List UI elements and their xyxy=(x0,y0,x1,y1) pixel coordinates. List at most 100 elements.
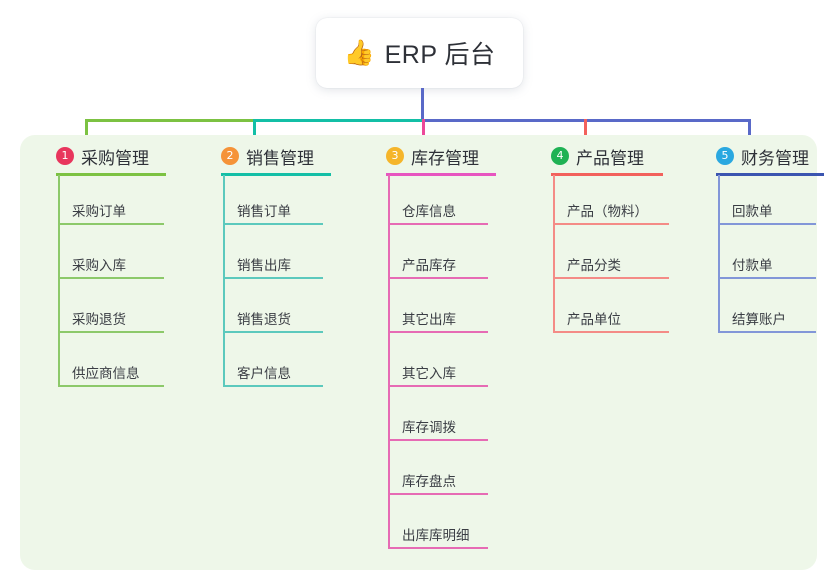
leaf-item[interactable]: 采购订单 xyxy=(38,175,164,229)
leaf-item[interactable]: 库存调拨 xyxy=(368,391,488,445)
column-rule-product xyxy=(551,173,663,176)
thumbs-up-icon: 👍 xyxy=(343,37,375,67)
bar-green xyxy=(85,119,253,122)
column-rule-purchase xyxy=(56,173,166,176)
badge-sales: 2 xyxy=(221,147,239,165)
leaf-rule xyxy=(553,223,669,225)
badge-product: 4 xyxy=(551,147,569,165)
column-rule-sales xyxy=(221,173,331,176)
leaf-rule xyxy=(553,277,669,279)
leaf-item[interactable]: 产品（物料） xyxy=(533,175,669,229)
badge-purchase: 1 xyxy=(56,147,74,165)
leaf-label: 其它入库 xyxy=(402,366,456,381)
leaf-rule xyxy=(223,223,323,225)
column-header-purchase[interactable]: 1 采购管理 xyxy=(38,143,149,169)
spine-product xyxy=(553,175,555,333)
leaf-list-purchase: 采购订单采购入库采购退货供应商信息 xyxy=(38,175,164,391)
leaf-rule xyxy=(223,385,323,387)
leaf-rule xyxy=(388,223,488,225)
spine-inventory xyxy=(388,175,390,549)
column-rule-finance xyxy=(716,173,824,176)
leaf-label: 产品单位 xyxy=(567,312,621,327)
leaf-rule xyxy=(718,277,816,279)
leaf-item[interactable]: 产品库存 xyxy=(368,229,488,283)
column-rule-inventory xyxy=(386,173,496,176)
root-title: ERP 后台 xyxy=(384,41,496,69)
leaf-rule xyxy=(388,547,488,549)
leaf-label: 销售退货 xyxy=(237,312,291,327)
leaf-label: 出库库明细 xyxy=(402,528,470,543)
leaf-item[interactable]: 采购入库 xyxy=(38,229,164,283)
leaf-label: 其它出库 xyxy=(402,312,456,327)
branch-panel xyxy=(20,135,817,570)
leaf-item[interactable]: 出库库明细 xyxy=(368,499,488,553)
column-title-finance: 财务管理 xyxy=(741,148,809,168)
leaf-item[interactable]: 付款单 xyxy=(698,229,816,283)
leaf-rule xyxy=(718,223,816,225)
leaf-label: 产品库存 xyxy=(402,258,456,273)
column-header-finance[interactable]: 5 财务管理 xyxy=(698,143,809,169)
column-product: 4 产品管理产品（物料） 产品分类产品单位 xyxy=(533,143,669,337)
leaf-label: 库存调拨 xyxy=(402,420,456,435)
leaf-list-sales: 销售订单销售出库销售退货客户信息 xyxy=(203,175,323,391)
leaf-item[interactable]: 其它入库 xyxy=(368,337,488,391)
spine-sales xyxy=(223,175,225,387)
leaf-rule xyxy=(58,277,164,279)
leaf-rule xyxy=(388,439,488,441)
leaf-item[interactable]: 供应商信息 xyxy=(38,337,164,391)
leaf-label: 采购退货 xyxy=(72,312,126,327)
leaf-label: 库存盘点 xyxy=(402,474,456,489)
leaf-rule xyxy=(58,223,164,225)
root-node[interactable]: 👍 ERP 后台 xyxy=(316,18,523,88)
leaf-rule xyxy=(223,331,323,333)
leaf-label: 供应商信息 xyxy=(72,366,140,381)
leaf-label: 客户信息 xyxy=(237,366,291,381)
leaf-label: 销售出库 xyxy=(237,258,291,273)
spine-finance xyxy=(718,175,720,333)
leaf-item[interactable]: 回款单 xyxy=(698,175,816,229)
spine-purchase xyxy=(58,175,60,387)
leaf-label: 产品（物料） xyxy=(567,204,648,219)
leaf-item[interactable]: 产品分类 xyxy=(533,229,669,283)
leaf-label: 付款单 xyxy=(732,258,773,273)
leaf-list-inventory: 仓库信息产品库存其它出库其它入库库存调拨库存盘点出库库明细 xyxy=(368,175,488,553)
leaf-item[interactable]: 仓库信息 xyxy=(368,175,488,229)
leaf-rule xyxy=(388,385,488,387)
badge-finance: 5 xyxy=(716,147,734,165)
leaf-rule xyxy=(58,331,164,333)
leaf-item[interactable]: 结算账户 xyxy=(698,283,816,337)
leaf-label: 销售订单 xyxy=(237,204,291,219)
leaf-list-finance: 回款单付款单结算账户 xyxy=(698,175,816,337)
column-title-product: 产品管理 xyxy=(576,148,644,168)
column-inventory: 3 库存管理仓库信息产品库存其它出库其它入库库存调拨库存盘点出库库明细 xyxy=(368,143,496,553)
column-title-purchase: 采购管理 xyxy=(81,148,149,168)
leaf-item[interactable]: 销售退货 xyxy=(203,283,323,337)
leaf-label: 结算账户 xyxy=(732,312,786,327)
leaf-item[interactable]: 采购退货 xyxy=(38,283,164,337)
leaf-item[interactable]: 销售订单 xyxy=(203,175,323,229)
leaf-rule xyxy=(223,277,323,279)
leaf-rule xyxy=(388,493,488,495)
column-title-inventory: 库存管理 xyxy=(411,148,479,168)
leaf-list-product: 产品（物料） 产品分类产品单位 xyxy=(533,175,669,337)
badge-inventory: 3 xyxy=(386,147,404,165)
column-finance: 5 财务管理回款单付款单结算账户 xyxy=(698,143,824,337)
root-stem xyxy=(421,88,424,122)
bar-teal xyxy=(253,119,422,122)
column-purchase: 1 采购管理采购订单采购入库采购退货供应商信息 xyxy=(38,143,166,391)
leaf-item[interactable]: 库存盘点 xyxy=(368,445,488,499)
leaf-label: 回款单 xyxy=(732,204,773,219)
leaf-rule xyxy=(718,331,816,333)
leaf-item[interactable]: 产品单位 xyxy=(533,283,669,337)
leaf-item[interactable]: 其它出库 xyxy=(368,283,488,337)
leaf-label: 采购订单 xyxy=(72,204,126,219)
leaf-rule xyxy=(58,385,164,387)
leaf-item[interactable]: 销售出库 xyxy=(203,229,323,283)
leaf-label: 产品分类 xyxy=(567,258,621,273)
leaf-item[interactable]: 客户信息 xyxy=(203,337,323,391)
column-header-product[interactable]: 4 产品管理 xyxy=(533,143,644,169)
column-header-inventory[interactable]: 3 库存管理 xyxy=(368,143,479,169)
